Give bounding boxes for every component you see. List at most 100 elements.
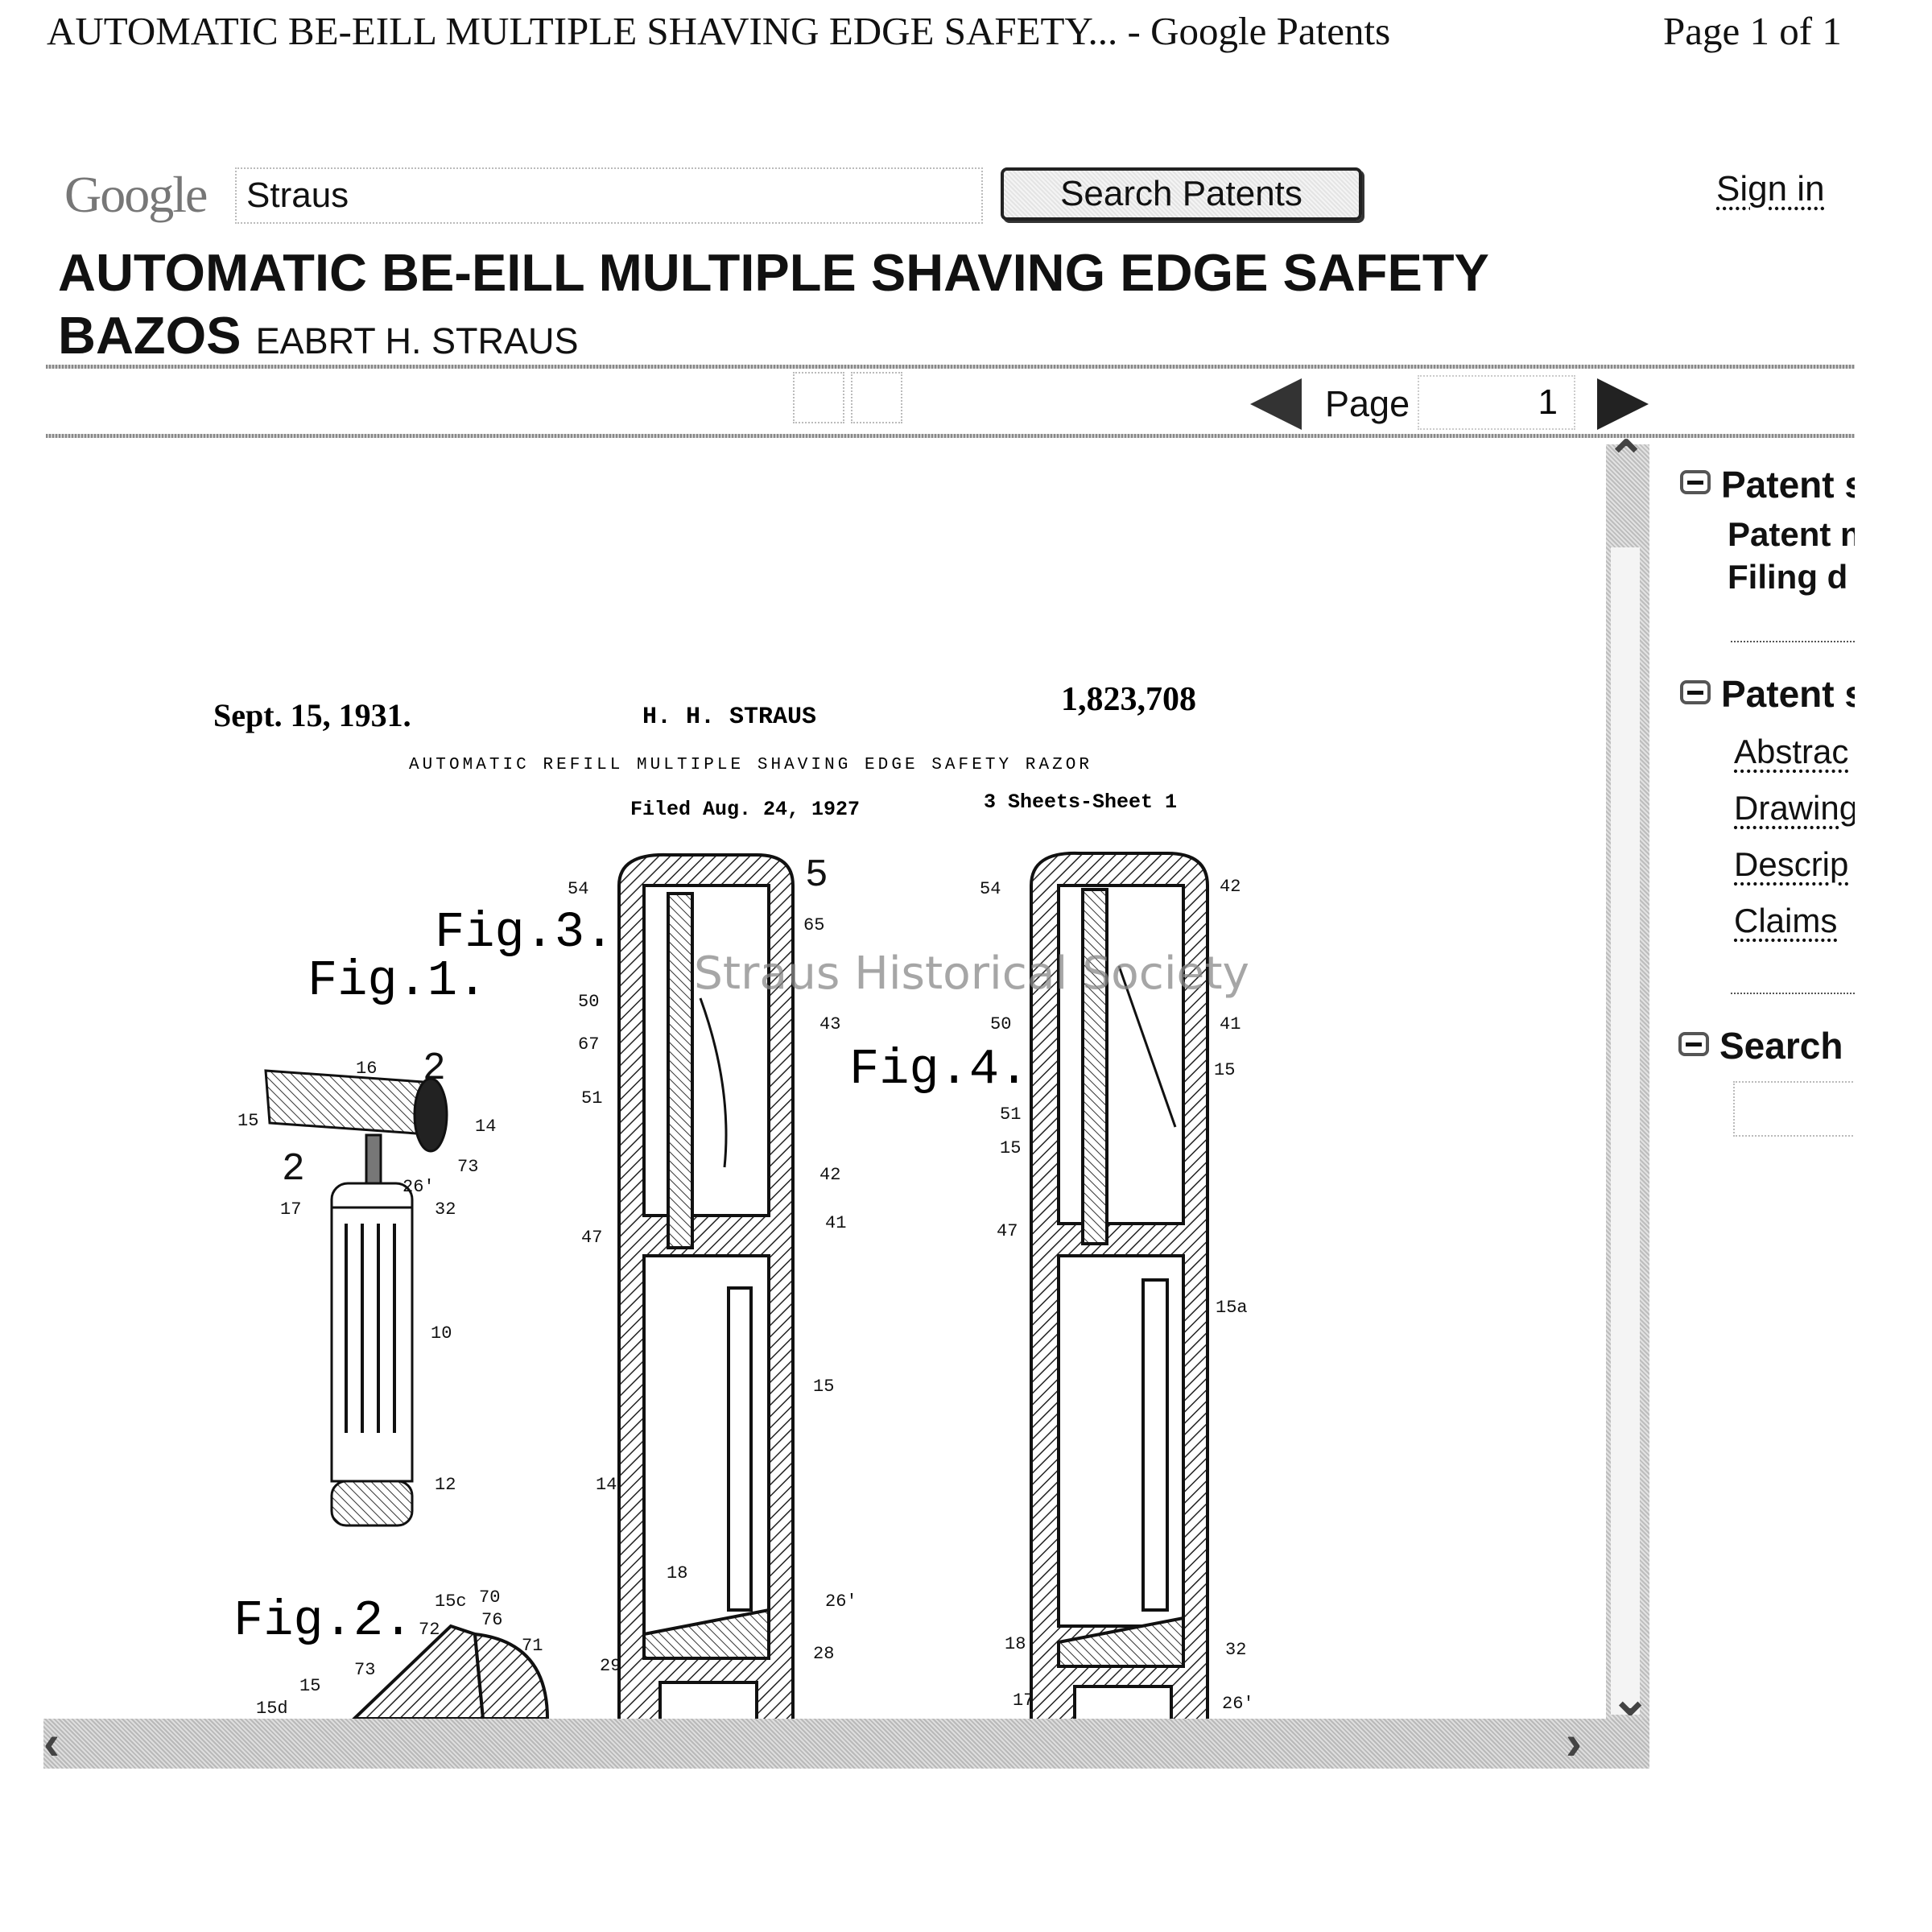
ref-label: 15c [435,1591,467,1612]
vertical-scroll-thumb[interactable] [1611,547,1640,1715]
search-input[interactable] [235,167,983,224]
filing-date-label: Filing d [1728,558,1848,596]
ref-label: 15a [1216,1298,1248,1318]
ref-label: 71 [522,1636,543,1656]
ref-label: 32 [1225,1640,1246,1660]
drawing-patent-number: 1,823,708 [1061,681,1196,718]
fig-label: Fig.2. [233,1592,413,1649]
ref-label: 65 [803,915,824,935]
ref-label: 12 [435,1475,456,1495]
ref-label: 47 [997,1221,1018,1241]
patent-drawing: Sept. 15, 1931. H. H. STRAUS 1,823,708 A… [213,681,1254,1724]
ref-label: 15 [237,1111,258,1131]
link-description[interactable]: Descrip [1734,845,1849,883]
ref-label: 28 [813,1644,834,1664]
watermark: Straus Historical Society [694,947,1249,1000]
ref-label: 2 [282,1148,305,1191]
ref-label: 26' [825,1591,857,1612]
sidebar-search-input[interactable] [1733,1081,1855,1137]
drawing-inventor: H. H. STRAUS [642,704,816,731]
patent-image-viewer[interactable]: Sept. 15, 1931. H. H. STRAUS 1,823,708 A… [43,440,1649,1769]
link-claims[interactable]: Claims [1734,902,1838,939]
ref-label: 15 [813,1377,834,1397]
ref-label: 17 [1013,1690,1034,1711]
ref-label: 50 [578,992,599,1012]
fig-label: Fig.4. [849,1041,1029,1098]
scroll-down-icon[interactable]: ⌄ [1610,1671,1651,1725]
section-title-patent-summary[interactable]: Patent s [1721,464,1855,506]
document-title: AUTOMATIC BE-EILL MULTIPLE SHAVING EDGE … [47,9,1391,53]
scroll-up-icon[interactable]: ⌃ [1606,431,1647,485]
ref-label: 15 [1214,1060,1235,1080]
ref-label: 54 [980,879,1001,899]
fig-label: Fig.3. [435,904,614,961]
ref-label: 41 [1220,1014,1241,1034]
ref-label: 14 [475,1117,496,1137]
divider [46,434,1855,438]
scroll-right-icon[interactable]: › [1566,1715,1582,1769]
collapse-icon[interactable] [1680,680,1711,704]
ref-label: 43 [819,1014,840,1034]
collapse-icon[interactable] [1678,1032,1709,1056]
patent-title: AUTOMATIC BE-EILL MULTIPLE SHAVING EDGE … [58,242,1668,373]
collapse-icon[interactable] [1680,470,1711,494]
ref-label: 73 [457,1157,478,1177]
divider [46,365,1855,369]
ref-label: 17 [280,1199,301,1220]
ref-label: 29 [600,1656,621,1676]
page-label: Page [1325,383,1410,424]
ref-label: 14 [596,1475,617,1495]
patent-title-line2: BAZOS [58,306,242,365]
fig3-section [617,852,795,1724]
ref-label: 5 [805,854,828,898]
patent-title-line1: AUTOMATIC BE-EILL MULTIPLE SHAVING EDGE … [58,243,1489,302]
scroll-left-icon[interactable]: ‹ [43,1715,60,1769]
next-page-arrow-icon[interactable] [1597,378,1649,430]
fig4-section [1030,851,1209,1724]
ref-label: 51 [581,1088,602,1108]
divider [1731,993,1855,994]
patent-number-label: Patent n [1728,515,1855,553]
fig-label: Fig.1. [308,952,487,1009]
print-page-count: Page 1 of 1 [1663,9,1842,53]
ref-label: 10 [431,1323,452,1344]
ref-label: 54 [568,879,588,899]
ref-label: 47 [581,1228,602,1248]
ref-label: 72 [419,1620,440,1640]
ref-label: 15 [1000,1138,1021,1158]
ref-label: 67 [578,1034,599,1055]
google-logo[interactable]: Google [64,166,208,223]
fig1-razor [264,1069,448,1527]
ref-label: 32 [435,1199,456,1220]
horizontal-scrollbar[interactable] [43,1719,1649,1769]
ref-label: 51 [1000,1104,1021,1125]
ref-label: 73 [354,1660,375,1680]
ref-label: 18 [1005,1634,1026,1654]
link-abstract[interactable]: Abstrac [1734,733,1849,770]
ref-label: 42 [1220,877,1241,897]
ref-label: 26' [1222,1694,1254,1714]
ref-label: 76 [481,1610,502,1630]
sidebar: Patent s Patent n Filing d Patent s Abst… [1658,451,1855,1175]
view-toggle-button[interactable] [851,372,902,423]
drawing-filed: Filed Aug. 24, 1927 [630,798,860,821]
patent-inventor: EABRT H. STRAUS [255,320,579,361]
link-drawings[interactable]: Drawing [1734,789,1855,827]
ref-label: 18 [667,1563,687,1583]
page-number-input[interactable] [1418,375,1575,430]
ref-label: 42 [819,1165,840,1185]
divider [1731,641,1855,642]
drawing-date: Sept. 15, 1931. [213,697,411,733]
search-patents-button[interactable]: Search Patents [1001,167,1362,221]
view-toggle-button[interactable] [793,372,844,423]
ref-label: 15d [256,1699,288,1719]
ref-label: 16 [356,1059,377,1079]
ref-label: 41 [825,1213,846,1233]
section-title-search[interactable]: Search [1719,1025,1843,1067]
drawing-sheets: 3 Sheets-Sheet 1 [984,791,1177,814]
section-title-patent-sections[interactable]: Patent s [1721,673,1855,715]
previous-page-arrow-icon[interactable] [1250,378,1302,430]
sign-in-link[interactable]: Sign in [1716,169,1825,208]
reference-numerals: 54 50 67 51 47 14 18 29 65 43 42 41 15 2… [237,854,1254,1719]
ref-label: 26' [402,1177,435,1197]
